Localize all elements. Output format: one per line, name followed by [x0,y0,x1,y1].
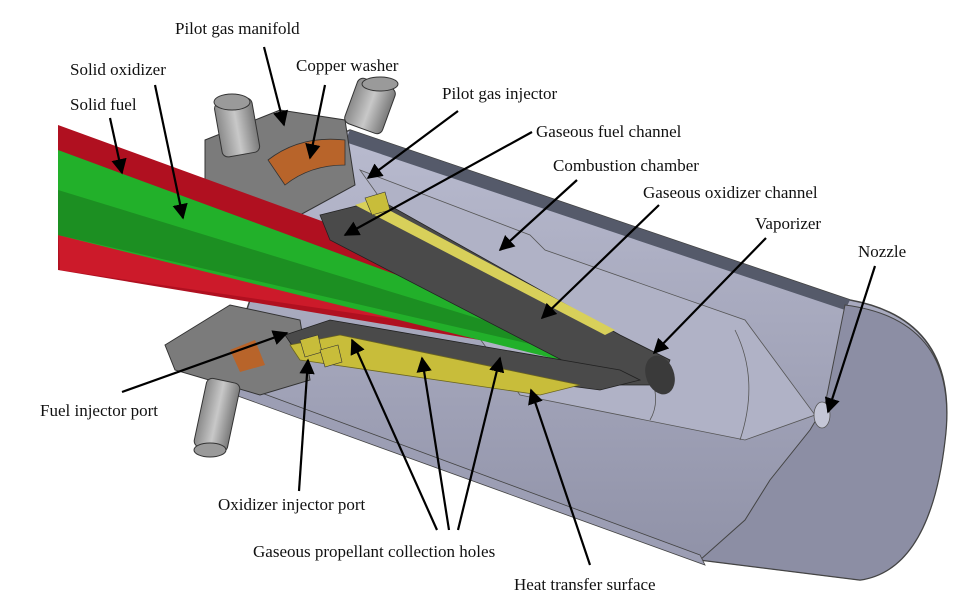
nozzle-throat [813,401,831,429]
gaseous-fuel-channel-tube [355,200,615,335]
arrow-solid-fuel [108,117,127,175]
arrow-pilot-gas-manifold [262,46,289,127]
arrow-combustion-chamber [498,179,578,252]
arrow-fuel-injector-port [121,330,289,394]
arrow-gaseous-fuel-channel [343,131,533,236]
annotation-arrows [108,46,877,566]
label-solid-oxidizer: Solid oxidizer [70,60,166,79]
arrow-heat-transfer-surface [528,388,592,566]
copper-washer-lower [230,340,265,372]
label-nozzle: Nozzle [858,242,907,261]
label-gaseous-propellant-collection-holes: Gaseous propellant collection holes [253,542,496,561]
label-heat-transfer-surface: Heat transfer surface [514,575,656,594]
gaseous-channels [284,191,675,396]
arrow-collection-hole-1 [350,338,439,531]
label-pilot-gas-injector: Pilot gas injector [442,84,558,103]
arrow-collection-hole-3 [456,356,505,531]
arrow-gaseous-oxidizer-channel [540,204,660,320]
label-gaseous-fuel-channel: Gaseous fuel channel [536,122,682,141]
label-copper-washer: Copper washer [296,56,399,75]
label-solid-fuel: Solid fuel [70,95,137,114]
gas-pipes [193,76,399,458]
label-gaseous-oxidizer-channel: Gaseous oxidizer channel [643,183,818,202]
arrow-collection-hole-2 [416,356,451,531]
vaporizer-tip [645,355,675,395]
label-vaporizer: Vaporizer [755,214,822,233]
arrow-solid-oxidizer [153,84,188,220]
label-combustion-chamber: Combustion chamber [553,156,699,175]
copper-washer-part [267,138,346,186]
arrow-oxidizer-injector-port [297,358,315,492]
arrow-copper-washer [305,84,327,160]
arrow-pilot-gas-injector [366,110,459,179]
label-oxidizer-injector-port: Oxidizer injector port [218,495,366,514]
arrow-vaporizer [652,237,767,355]
label-pilot-gas-manifold: Pilot gas manifold [175,19,300,38]
label-fuel-injector-port: Fuel injector port [40,401,159,420]
arrow-nozzle [824,265,877,414]
